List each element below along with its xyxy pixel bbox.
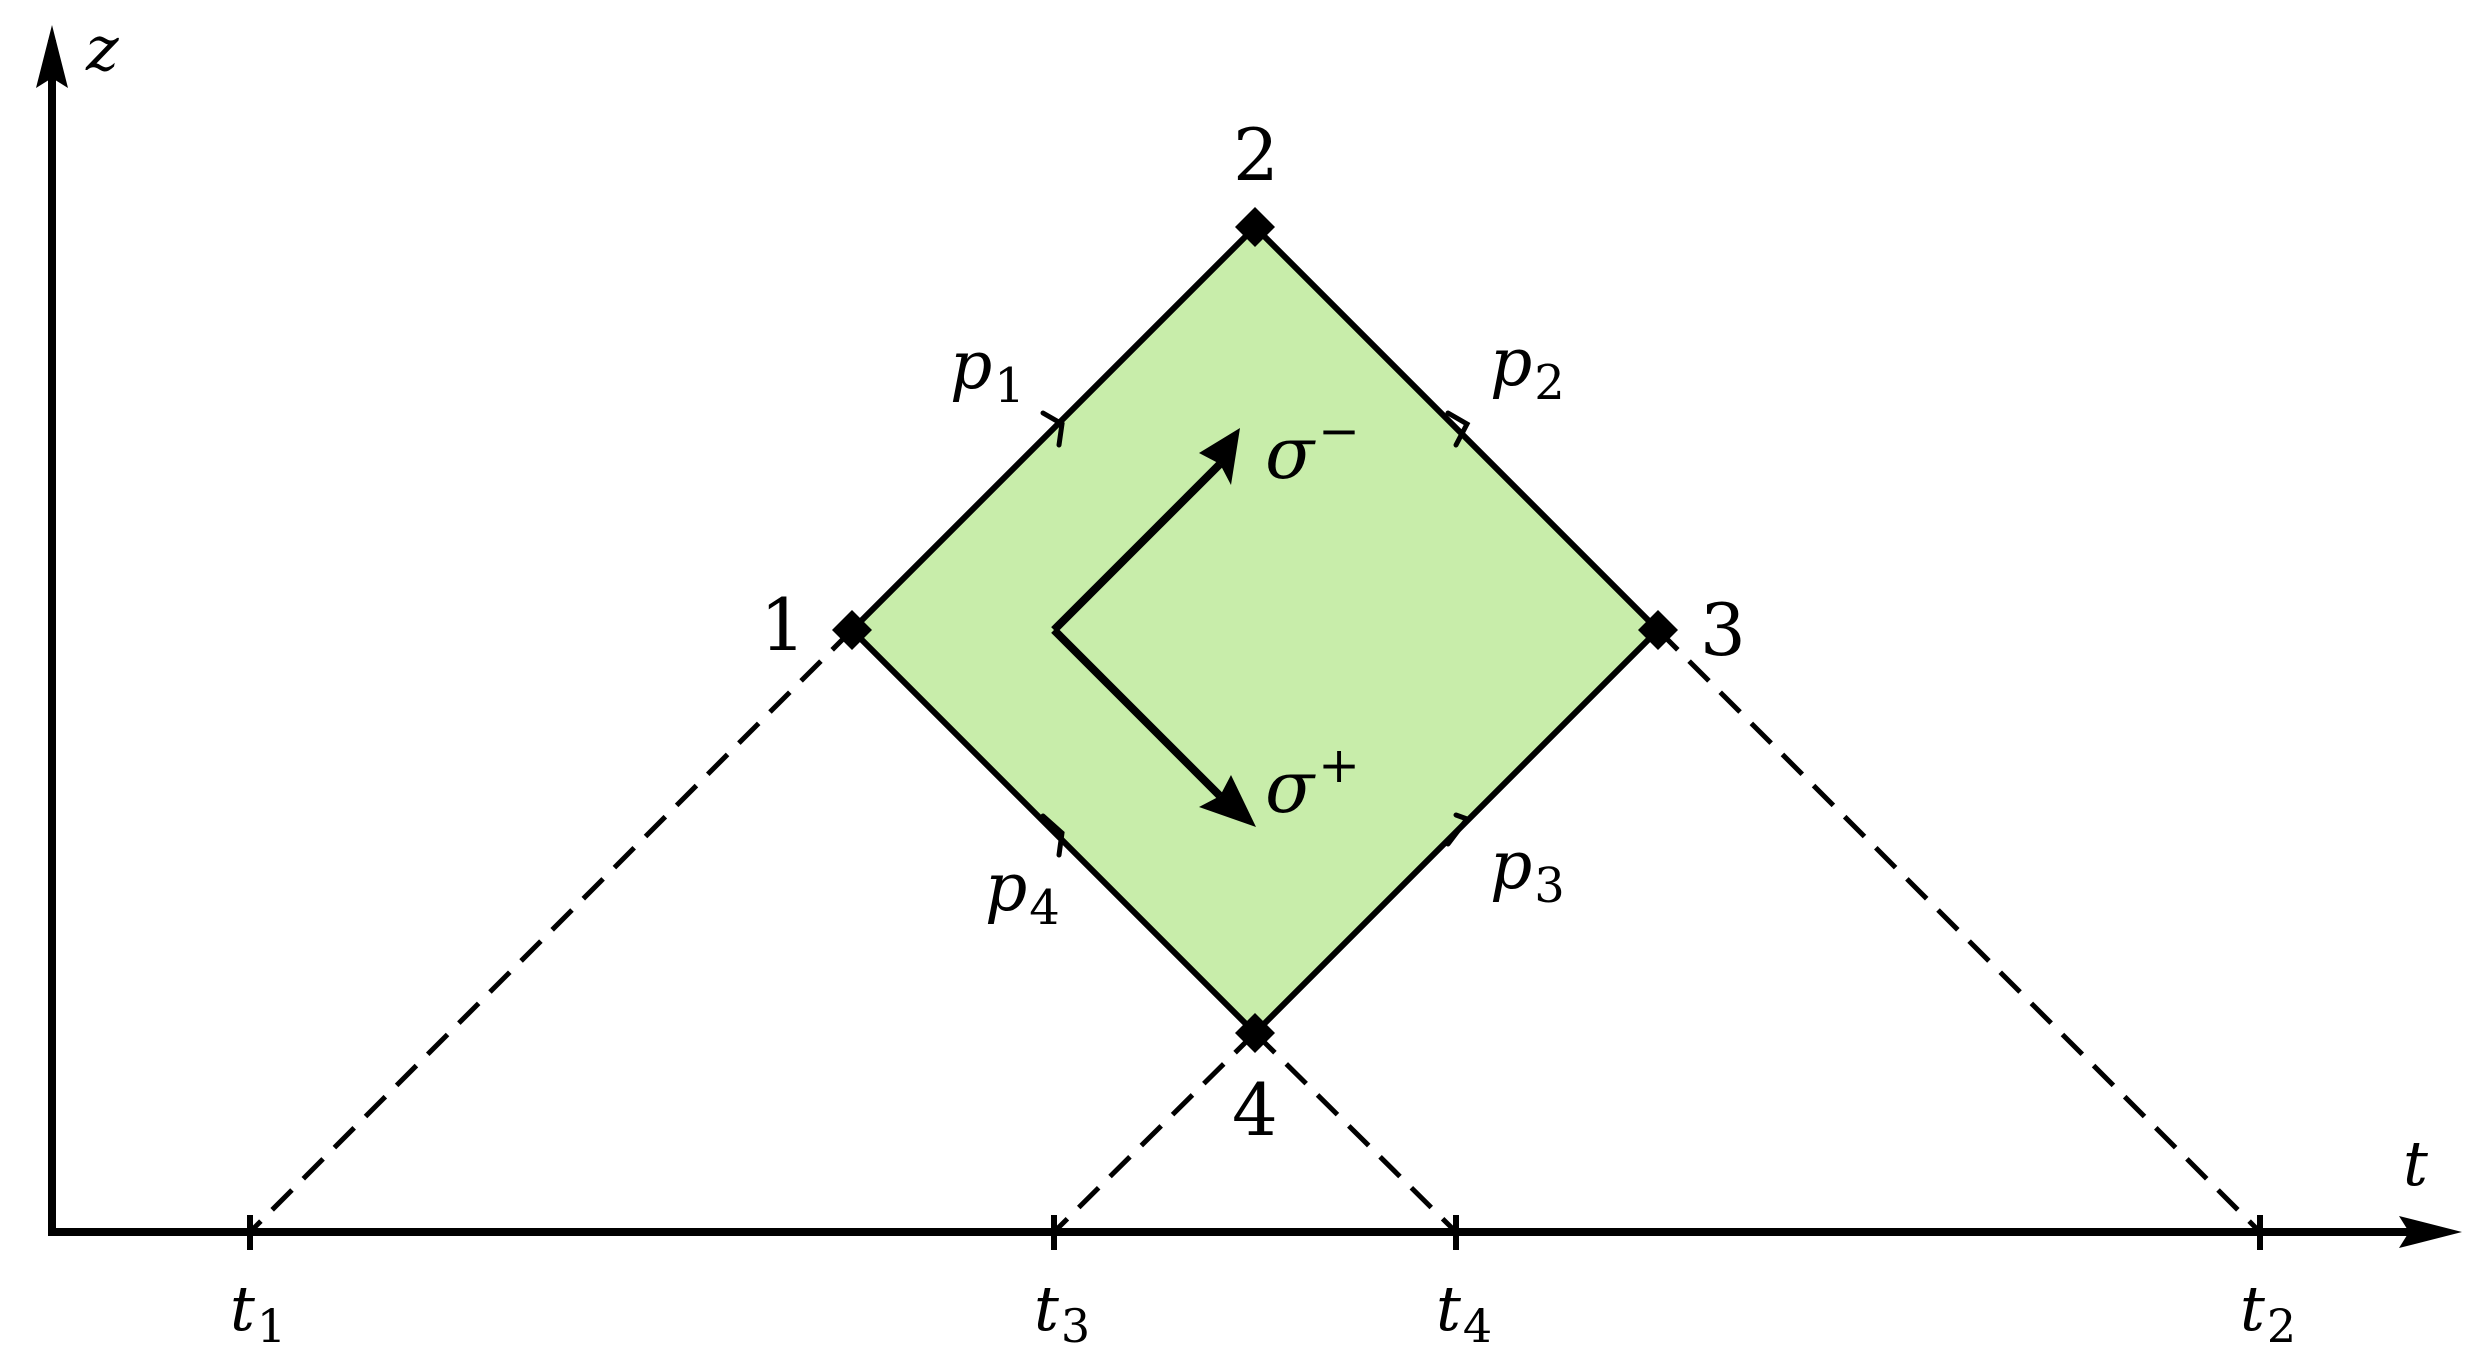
edge-direction-marks xyxy=(1040,410,1472,858)
vertex-label-3: 3 xyxy=(1700,588,1746,672)
sigma-plus-label: σ+ xyxy=(1265,736,1360,829)
tick-label-t3: t3 xyxy=(1034,1272,1090,1353)
vertical-axis-label: z xyxy=(85,12,119,85)
ray-vertex-4-to-t4 xyxy=(1253,1031,1458,1234)
horizontal-axis-label: t xyxy=(2403,1127,2428,1200)
edge-label-p2: p2 xyxy=(1490,324,1565,411)
sigma-plus-arrowhead-icon xyxy=(1199,775,1256,827)
ray-t3-to-vertex-4 xyxy=(1052,1031,1257,1234)
horizontal-axis-arrowhead xyxy=(2399,1216,2462,1248)
sigma-minus-label: σ− xyxy=(1265,402,1360,495)
vertex-label-4: 4 xyxy=(1232,1068,1278,1152)
vertex-1-marker xyxy=(832,610,872,650)
vertex-markers xyxy=(832,207,1678,1053)
ray-t1-to-vertex-1 xyxy=(248,628,854,1234)
vertical-axis-arrowhead xyxy=(36,25,68,88)
dashed-light-rays xyxy=(248,628,2262,1234)
sigma-labels: σ− σ+ xyxy=(1265,402,1360,829)
edge-p3-arrow-icon xyxy=(1445,812,1472,847)
sigma-arrows xyxy=(1051,428,1256,827)
ray-vertex-3-to-t2 xyxy=(1656,628,2262,1234)
vertex-3-marker xyxy=(1638,610,1678,650)
sigma-plus-arrow xyxy=(1051,627,1223,799)
axes xyxy=(36,25,2462,1248)
tick-labels: t1 t3 t4 t2 xyxy=(230,1272,2296,1353)
vertex-4-marker xyxy=(1235,1013,1275,1053)
edge-labels: p1 p2 p3 p4 xyxy=(950,324,1565,936)
vertex-label-1: 1 xyxy=(760,583,806,667)
edge-label-p1: p1 xyxy=(950,327,1025,414)
edge-p4-arrow-icon xyxy=(1040,813,1065,858)
tick-label-t1: t1 xyxy=(230,1272,286,1353)
vertex-2-marker xyxy=(1235,207,1275,247)
edge-label-p4: p4 xyxy=(985,849,1060,936)
tick-marks xyxy=(247,1215,2263,1250)
tick-label-t4: t4 xyxy=(1436,1272,1492,1353)
vertex-label-2: 2 xyxy=(1233,113,1279,197)
edge-label-p3: p3 xyxy=(1490,827,1565,914)
vertex-labels: 1 2 3 4 xyxy=(760,113,1746,1152)
tick-label-t2: t2 xyxy=(2240,1272,2296,1353)
edge-p2-arrow-icon xyxy=(1445,410,1471,448)
edge-p1-arrow-icon xyxy=(1040,410,1065,448)
sigma-minus-arrowhead-icon xyxy=(1199,428,1240,485)
sigma-minus-arrow xyxy=(1051,461,1223,633)
